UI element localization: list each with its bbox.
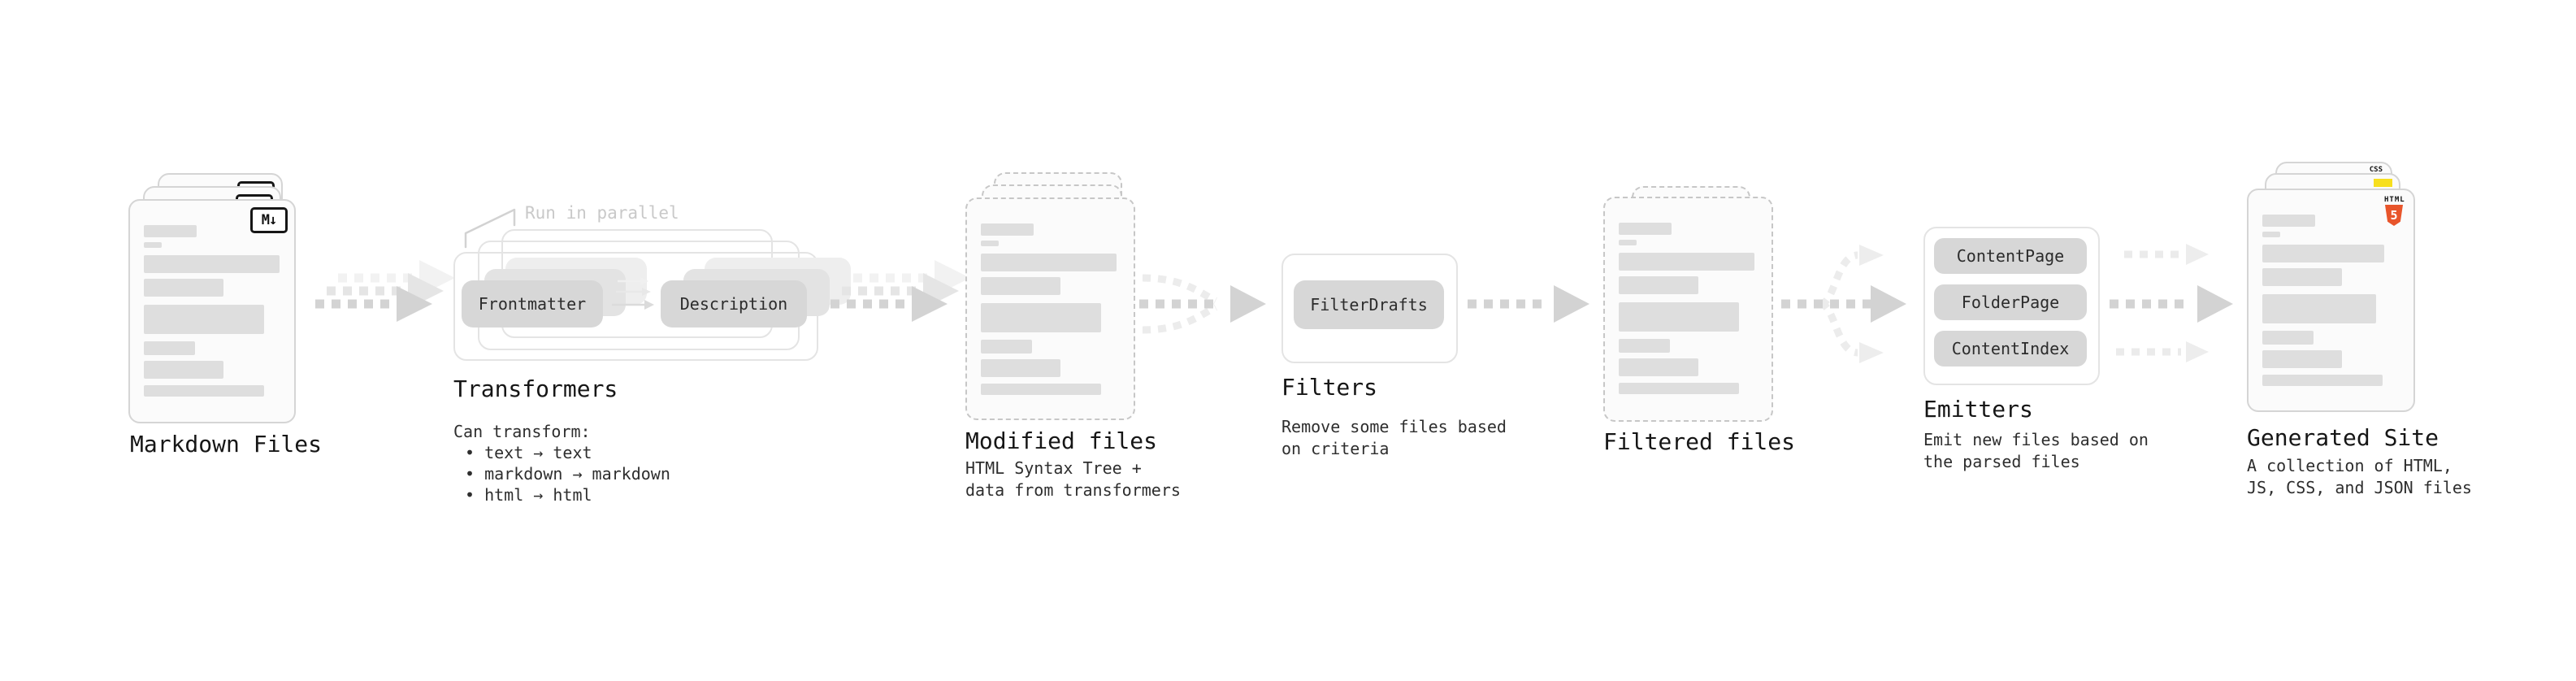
skeleton-line bbox=[144, 385, 264, 397]
file-card bbox=[1603, 197, 1773, 422]
stage-description: Can transform: • text → text • markdown … bbox=[453, 421, 670, 505]
skeleton-line bbox=[1619, 358, 1698, 376]
file-card: M↓ bbox=[128, 199, 296, 423]
bullet-line: • markdown → markdown bbox=[465, 464, 670, 484]
skeleton-line bbox=[1619, 253, 1754, 271]
transformer-pill-description: Description bbox=[661, 280, 807, 327]
skeleton-line bbox=[144, 305, 264, 334]
description-line: Emit new files based on bbox=[1923, 430, 2149, 449]
skeleton-line bbox=[2262, 268, 2342, 286]
html5-number: 5 bbox=[2390, 208, 2398, 223]
skeleton-line bbox=[981, 241, 999, 246]
bullet-line: • text → text bbox=[465, 443, 592, 462]
skeleton-line bbox=[2262, 232, 2280, 237]
skeleton-line bbox=[981, 277, 1060, 295]
file-card bbox=[965, 197, 1135, 420]
skeleton-line bbox=[2262, 294, 2376, 323]
fan-in-arrow bbox=[1139, 274, 1266, 334]
flow-arrow bbox=[1468, 285, 1589, 323]
skeleton-line bbox=[981, 303, 1101, 332]
stage-description: Remove some files based on criteria bbox=[1281, 416, 1507, 460]
pill-flow-arrows bbox=[612, 277, 654, 310]
stage-title: Generated Site bbox=[2247, 424, 2439, 451]
description-line: HTML Syntax Tree + bbox=[965, 458, 1142, 478]
emitters-frame bbox=[1923, 227, 2100, 385]
stage-title: Emitters bbox=[1923, 396, 2033, 423]
stage-title: Filtered files bbox=[1603, 428, 1796, 455]
description-line: Remove some files based bbox=[1281, 417, 1507, 436]
skeleton-line bbox=[144, 341, 195, 355]
skeleton-line bbox=[2262, 375, 2383, 386]
skeleton-line bbox=[144, 361, 223, 379]
description-line: Can transform: bbox=[453, 422, 591, 441]
emitter-pill-contentpage: ContentPage bbox=[1934, 238, 2087, 274]
emitter-pill-contentindex: ContentIndex bbox=[1934, 331, 2087, 367]
skeleton-line bbox=[1619, 302, 1739, 332]
description-line: on criteria bbox=[1281, 439, 1390, 458]
skeleton-line bbox=[2262, 245, 2384, 262]
fan-out-arrow bbox=[1781, 245, 1906, 363]
skeleton-line bbox=[981, 254, 1117, 271]
skeleton-line bbox=[144, 242, 162, 248]
stage-title: Transformers bbox=[453, 375, 618, 402]
stage-title: Markdown Files bbox=[130, 431, 323, 458]
run-in-parallel-label: Run in parallel bbox=[525, 203, 679, 223]
skeleton-line bbox=[144, 255, 280, 273]
skeleton-line bbox=[981, 359, 1060, 377]
skeleton-line bbox=[1619, 276, 1698, 294]
skeleton-line bbox=[981, 384, 1101, 395]
html5-icon: HTML 5 bbox=[2384, 196, 2405, 226]
flow-arrow-stacked bbox=[315, 260, 455, 322]
flow-arrow-stacked bbox=[830, 260, 970, 322]
skeleton-line bbox=[1619, 383, 1739, 394]
stage-description: A collection of HTML, JS, CSS, and JSON … bbox=[2247, 455, 2472, 499]
description-line: the parsed files bbox=[1923, 452, 2080, 471]
file-card: HTML 5 bbox=[2247, 189, 2415, 412]
skeleton-line bbox=[144, 279, 223, 297]
parallel-arrows bbox=[2110, 244, 2233, 362]
description-line: JS, CSS, and JSON files bbox=[2247, 478, 2472, 497]
emitter-pill-folderpage: FolderPage bbox=[1934, 284, 2087, 320]
skeleton-line bbox=[1619, 339, 1670, 353]
bullet-line: • html → html bbox=[465, 485, 592, 505]
skeleton-line bbox=[981, 223, 1034, 236]
skeleton-line bbox=[981, 340, 1032, 354]
skeleton-line bbox=[1619, 240, 1637, 245]
js-badge-icon bbox=[2374, 179, 2392, 187]
html5-shield: 5 bbox=[2385, 205, 2403, 226]
skeleton-line bbox=[144, 225, 197, 237]
callout-line bbox=[464, 208, 516, 249]
filter-pill-filterdrafts: FilterDrafts bbox=[1294, 280, 1444, 329]
stage-title: Modified files bbox=[965, 427, 1158, 454]
skeleton-line bbox=[1619, 223, 1672, 235]
transformer-pill-frontmatter: Frontmatter bbox=[462, 280, 603, 327]
description-line: A collection of HTML, bbox=[2247, 456, 2452, 475]
html5-word: HTML bbox=[2384, 196, 2405, 204]
markdown-icon: M↓ bbox=[250, 207, 288, 233]
stage-description: HTML Syntax Tree + data from transformer… bbox=[965, 458, 1181, 501]
skeleton-line bbox=[2262, 215, 2315, 227]
filters-frame bbox=[1281, 254, 1458, 363]
description-line: data from transformers bbox=[965, 480, 1181, 500]
skeleton-line bbox=[2262, 331, 2314, 345]
stage-description: Emit new files based on the parsed files bbox=[1923, 429, 2149, 473]
stage-title: Filters bbox=[1281, 374, 1378, 401]
skeleton-line bbox=[2262, 350, 2342, 368]
